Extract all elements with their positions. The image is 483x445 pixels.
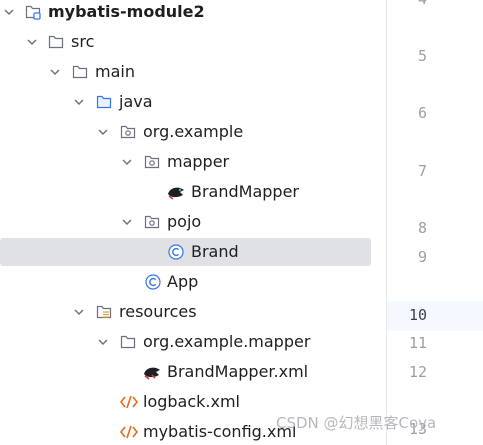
tree-item-label: App [167,272,199,291]
tree-item-label: mybatis-config.xml [143,422,297,441]
tree-item-label: Brand [191,242,239,261]
line-number: 11 [408,334,427,352]
tree-item-resources[interactable]: resources [0,297,386,327]
tree-item-org-example-mapper[interactable]: org.example.mapper [0,327,386,357]
tree-item-label: org.example.mapper [143,332,311,351]
tree-item-brandmapper[interactable]: BrandMapper [0,177,386,207]
folder-icon [72,64,88,80]
chevron-down-icon[interactable] [48,57,62,87]
tree-item-mybatis-config-xml[interactable]: mybatis-config.xml [0,417,386,445]
tree-item-brand[interactable]: Brand [0,237,386,267]
line-number: 13 [408,420,427,438]
tree-item-mapper[interactable]: mapper [0,147,386,177]
chevron-down-icon[interactable] [120,147,134,177]
chevron-down-icon[interactable] [120,207,134,237]
chevron-down-icon[interactable] [72,87,86,117]
line-number: 4 [393,0,427,8]
tree-item-java[interactable]: java [0,87,386,117]
line-number: 6 [417,104,427,122]
tree-item-label: logback.xml [143,392,240,411]
class-icon [168,244,184,260]
source-folder-icon [96,94,112,110]
editor-gutter: 4 5 6 7 8 9 10 11 12 13 [387,0,483,445]
line-number: 9 [417,248,427,266]
xml-icon [120,424,138,440]
chevron-down-icon[interactable] [96,117,110,147]
tree-item-brandmapper-xml[interactable]: BrandMapper.xml [0,357,386,387]
current-line-highlight [387,301,483,331]
tree-item-label: BrandMapper [191,182,299,201]
selection-highlight [0,238,371,266]
tree-item-label: mapper [167,152,230,171]
tree-item-label: main [95,62,135,81]
module-icon [25,4,41,20]
class-icon [145,274,161,290]
current-line-number: 10 [408,306,427,324]
tree-item-label: BrandMapper.xml [167,362,309,381]
tree-item-label: pojo [167,212,202,231]
folder-icon [48,34,64,50]
package-icon [144,214,160,230]
tree-item-src[interactable]: src [0,27,386,57]
tree-item-main[interactable]: main [0,57,386,87]
tree-item-label: src [71,32,95,51]
package-icon [144,154,160,170]
tree-item-logback-xml[interactable]: logback.xml [0,387,386,417]
folder-icon [120,334,136,350]
chevron-down-icon[interactable] [72,297,86,327]
chevron-down-icon[interactable] [2,0,16,27]
xml-icon [120,394,138,410]
package-icon [120,124,136,140]
tree-item-org-example[interactable]: org.example [0,117,386,147]
line-number: 5 [417,47,427,65]
chevron-down-icon[interactable] [96,327,110,357]
chevron-down-icon[interactable] [25,27,39,57]
mybatis-xml-icon [143,364,160,380]
tree-item-label: mybatis-module2 [48,2,205,21]
resources-folder-icon [96,304,112,320]
tree-item-app[interactable]: App [0,267,386,297]
line-number: 12 [408,363,427,381]
tree-item-label: org.example [143,122,244,141]
tree-item-mybatis-module2[interactable]: mybatis-module2 [0,0,386,27]
tree-item-label: resources [119,302,197,321]
line-number: 8 [417,219,427,237]
mybatis-mapper-icon [167,184,184,200]
line-number: 7 [417,162,427,180]
project-tree-panel: mybatis-module2 src main java org.exampl… [0,0,386,445]
tree-item-pojo[interactable]: pojo [0,207,386,237]
tree-item-label: java [119,92,153,111]
watermark: CSDN @幻想黑客Coya [276,414,437,432]
panel-divider[interactable] [386,0,387,445]
